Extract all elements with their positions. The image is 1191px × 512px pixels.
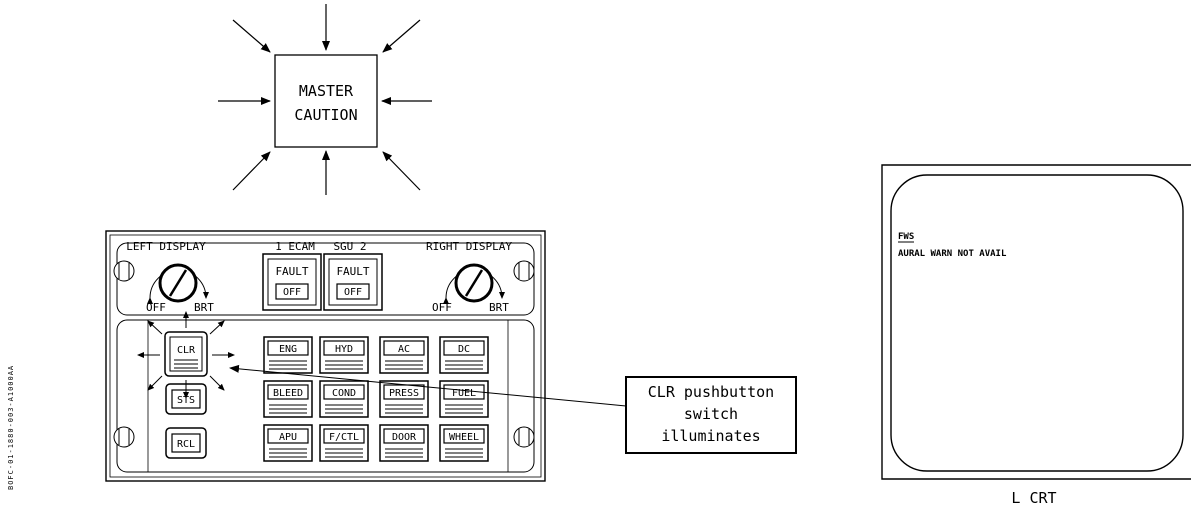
sys-page-button-cond[interactable]: COND (319, 380, 369, 418)
clr-flash-arrows (137, 311, 235, 399)
sys-page-button-wheel[interactable]: WHEEL (439, 424, 489, 462)
sys-page-button-label: FUEL (452, 388, 476, 399)
crt-aural-warn-message: AURAL WARN NOT AVAIL (898, 249, 1007, 259)
callout-leader-line (229, 364, 627, 407)
document-id: BOFC-01-1880-003-A1000AA (7, 365, 15, 490)
clr-button[interactable]: CLR (164, 331, 208, 377)
sys-page-button-label: COND (332, 388, 356, 399)
sys-page-button-label: DC (458, 344, 470, 355)
master-caution-flash-arrows (218, 4, 432, 195)
ecam-fault-legend: FAULT (275, 265, 308, 278)
master-caution-light: MASTER CAUTION (274, 54, 378, 148)
crt-fws-title: FWS (898, 232, 914, 242)
clr-button-label: CLR (177, 345, 196, 356)
left-knob-off-label: OFF (146, 301, 166, 314)
sgu-fault-off-button[interactable]: FAULT OFF (323, 253, 383, 311)
sgu-off-legend: OFF (344, 287, 362, 298)
sys-page-button-label: BLEED (273, 388, 303, 399)
sys-page-button-press[interactable]: PRESS (379, 380, 429, 418)
sgu-label: SGU 2 (333, 240, 366, 253)
system-page-buttons: ENG HYD AC DC BLEED COND PRESS FUEL APU F/CTL DOOR… (263, 336, 489, 462)
left-crt-display: FWS AURAL WARN NOT AVAIL (881, 164, 1191, 480)
rcl-button[interactable]: RCL (165, 427, 207, 459)
sts-button-label: STS (177, 395, 195, 406)
sys-page-button-hyd[interactable]: HYD (319, 336, 369, 374)
sys-page-button-label: WHEEL (449, 432, 479, 443)
callout-line2: switch (684, 405, 738, 423)
sys-page-button-f-ctl[interactable]: F/CTL (319, 424, 369, 462)
right-knob-brt-label: BRT (489, 301, 509, 314)
sys-page-button-label: DOOR (392, 432, 417, 443)
sys-page-button-dc[interactable]: DC (439, 336, 489, 374)
left-display-brightness-knob[interactable]: OFF BRT (146, 263, 214, 314)
callout-line3: illuminates (661, 427, 760, 445)
callout-line1: CLR pushbutton (648, 383, 774, 401)
clr-callout: CLR pushbutton switch illuminates (625, 376, 797, 454)
panel-fasteners (113, 260, 535, 448)
sys-page-button-label: PRESS (389, 388, 419, 399)
sys-page-button-door[interactable]: DOOR (379, 424, 429, 462)
right-knob-off-label: OFF (432, 301, 452, 314)
sgu-fault-legend: FAULT (336, 265, 369, 278)
sys-page-button-label: AC (398, 344, 410, 355)
right-display-label: RIGHT DISPLAY (426, 240, 512, 253)
sys-page-button-fuel[interactable]: FUEL (439, 380, 489, 418)
sys-page-button-apu[interactable]: APU (263, 424, 313, 462)
rcl-button-label: RCL (177, 439, 195, 450)
sys-page-button-label: F/CTL (329, 432, 359, 443)
sys-page-button-label: HYD (335, 344, 353, 355)
right-display-brightness-knob[interactable]: OFF BRT (432, 263, 509, 314)
sys-page-button-eng[interactable]: ENG (263, 336, 313, 374)
sys-page-button-bleed[interactable]: BLEED (263, 380, 313, 418)
left-knob-brt-label: BRT (194, 301, 214, 314)
crt-label: L CRT (1011, 489, 1056, 507)
left-display-label: LEFT DISPLAY (126, 240, 206, 253)
master-caution-line2: CAUTION (294, 106, 357, 124)
sys-page-button-ac[interactable]: AC (379, 336, 429, 374)
sys-page-button-label: ENG (279, 344, 297, 355)
ecam-label: 1 ECAM (275, 240, 315, 253)
ecam-off-legend: OFF (283, 287, 301, 298)
ecam-fault-off-button[interactable]: FAULT OFF (262, 253, 322, 311)
master-caution-line1: MASTER (299, 82, 354, 100)
sys-page-button-label: APU (279, 432, 297, 443)
